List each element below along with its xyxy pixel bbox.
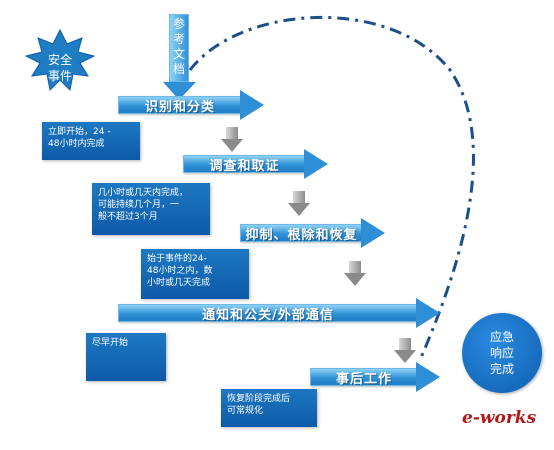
completion-oval: 应急 响应 完成	[462, 313, 542, 393]
step-label: 识别和分类	[144, 99, 215, 115]
note-notification: 尽早开始	[86, 333, 166, 381]
note-post-incident: 恢复阶段完成后 可常规化	[221, 389, 317, 427]
event-starburst	[24, 28, 96, 92]
eworks-logo: e-works	[462, 408, 537, 428]
reference-arrow-head	[163, 82, 196, 100]
step-post-incident: 事后工作	[310, 362, 440, 392]
event-label: 安全 事件	[47, 53, 72, 83]
step-label: 调查和取证	[209, 158, 280, 174]
step-identify-classify: 识别和分类	[118, 90, 264, 120]
step-label: 抑制、根除和恢复	[245, 227, 358, 243]
dashdot-curve	[188, 15, 475, 361]
gray-down-arrow	[394, 338, 416, 364]
gray-down-arrow	[221, 127, 243, 153]
note-identify: 立即开始，24 - 48小时内完成	[42, 122, 140, 160]
reference-doc-label: 参 考 文 档	[169, 14, 189, 82]
step-contain-eradicate-recover: 抑制、根除和恢复	[240, 218, 385, 248]
gray-down-arrow	[288, 191, 310, 217]
step-label: 通知和公关/外部通信	[202, 307, 334, 323]
note-investigate: 几小时或几天内完成， 可能持续几个月，一 般不超过3个月	[92, 183, 210, 235]
step-notification-pr: 通知和公关/外部通信	[118, 298, 440, 328]
gray-down-arrow	[344, 261, 366, 287]
step-investigate: 调查和取证	[183, 149, 328, 179]
step-label: 事后工作	[335, 371, 392, 387]
note-contain: 始于事件的24- 48小时之内，数 小时或几天完成	[141, 249, 249, 299]
